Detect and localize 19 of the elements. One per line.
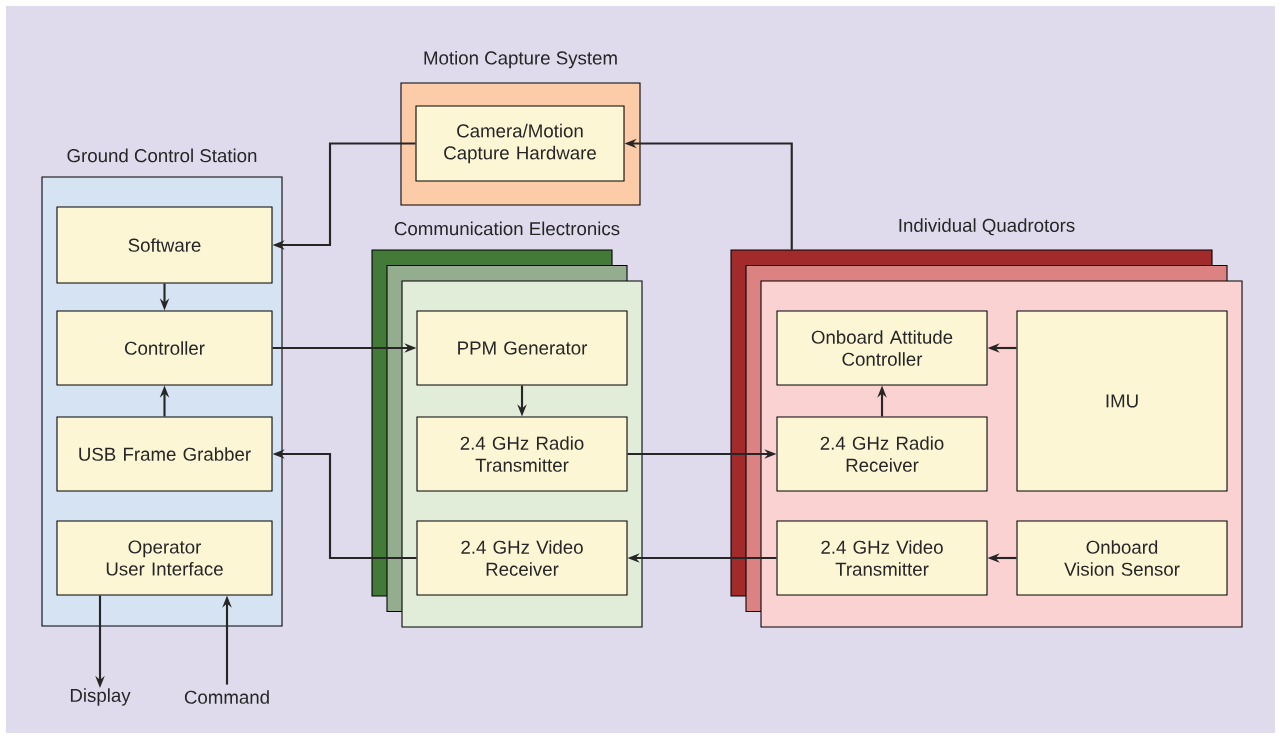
process-box: PPM Generator	[416, 310, 628, 386]
process-box: 2.4 GHz Radio Transmitter	[416, 416, 628, 492]
io-label: Command	[184, 690, 269, 704]
process-box: Camera/Motion Capture Hardware	[415, 105, 625, 182]
process-box: 2.4 GHz Radio Receiver	[776, 416, 988, 492]
process-box: Onboard Attitude Controller	[776, 310, 988, 386]
process-box: Operator User Interface	[56, 520, 273, 596]
process-box: USB Frame Grabber	[56, 416, 273, 492]
process-box: Software	[56, 206, 273, 284]
panel-heading: Motion Capture System	[424, 50, 617, 69]
process-box: Controller	[56, 310, 273, 386]
process-box: Onboard Vision Sensor	[1016, 520, 1228, 596]
panel-heading: Ground Control Station	[67, 148, 257, 163]
process-box: 2.4 GHz Video Transmitter	[776, 520, 988, 596]
panel-heading: Individual Quadrotors	[899, 218, 1075, 236]
process-box: 2.4 GHz Video Receiver	[416, 520, 628, 596]
process-box: IMU	[1016, 310, 1228, 492]
io-label: Display	[70, 688, 131, 706]
panel-heading: Communication Electronics	[394, 221, 620, 236]
